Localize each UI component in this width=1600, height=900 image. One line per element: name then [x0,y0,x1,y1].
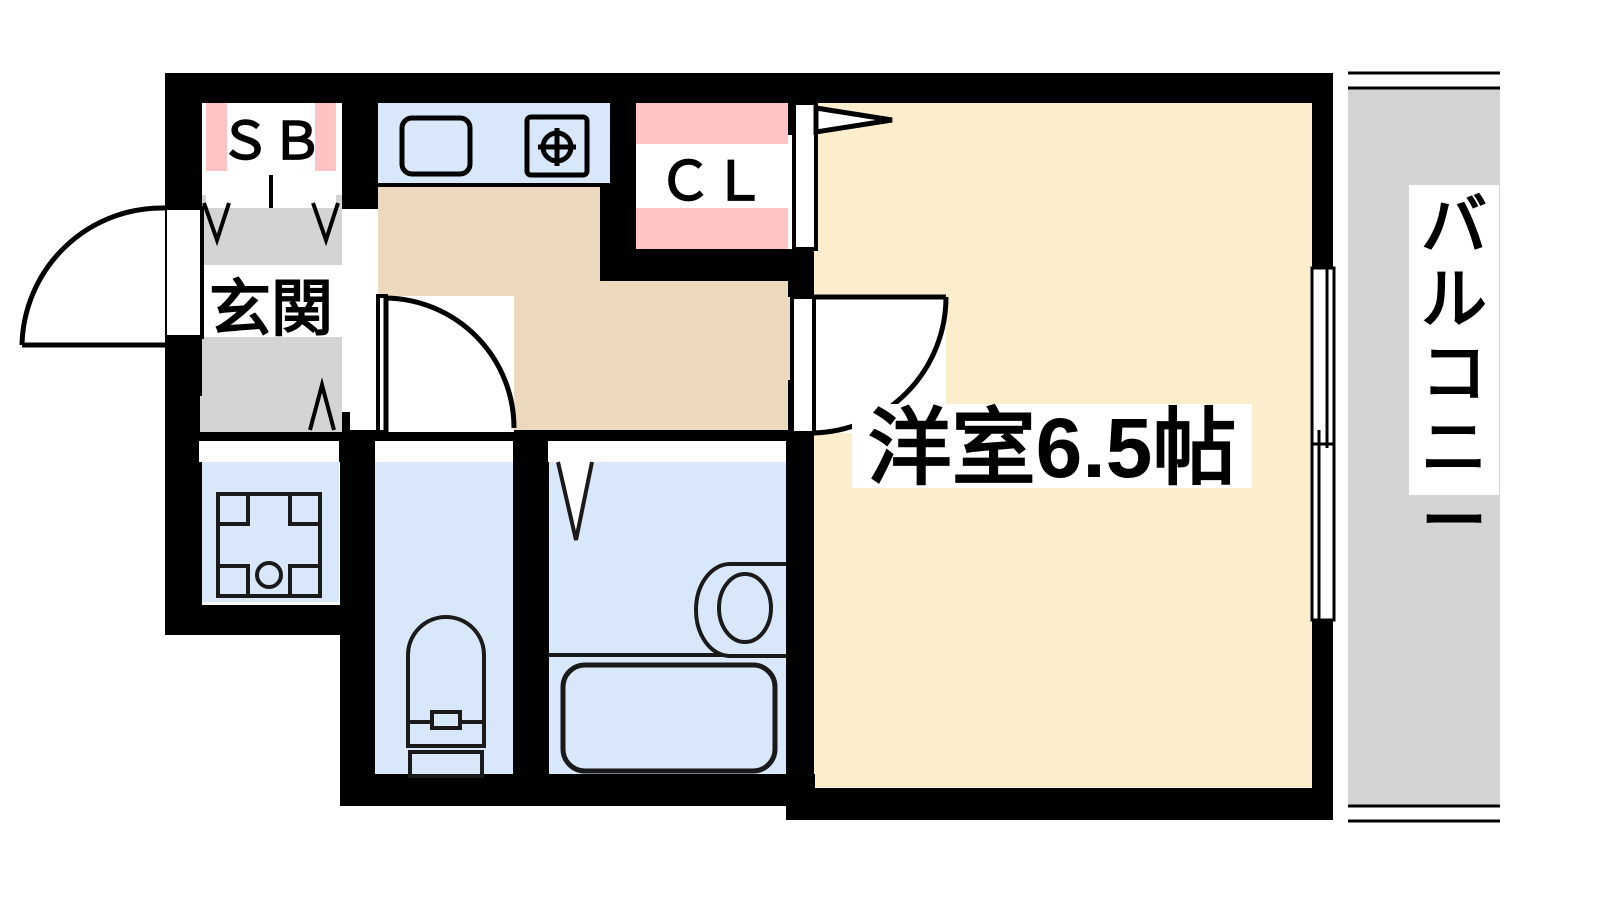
wall-right-upper [1312,73,1333,273]
closet-door-panel[interactable] [792,101,818,251]
entrance-door-swing-arc [19,205,166,346]
wall-closet-bottom [600,249,812,281]
toilet-door-opening[interactable] [375,441,513,462]
balcony-window[interactable] [1310,266,1336,622]
wall-water-right [786,430,814,806]
washing-machine-corner-bl [216,564,250,598]
main-room-label: 洋室6.5帖 [868,401,1237,495]
shoe-box-door-swing-right [311,202,340,247]
shoe-box-unit[interactable]: ＳＢ [202,103,340,247]
toilet-flush-lever [430,710,462,730]
toilet-tank [408,750,484,778]
washing-machine-icon [199,441,339,598]
wall-entrance-door-head [165,190,202,208]
wall-left-lower [165,345,202,635]
wash-basin-icon [717,572,773,644]
bathtub-icon [560,662,778,774]
main-room-door-swing-arc [813,296,949,436]
closet-label: ＣＬ [658,152,766,212]
kitchen-door-swing-fill [378,296,514,432]
balcony-label-char-2: ル [1421,262,1487,336]
shoe-box-label: ＳＢ [219,113,323,171]
entrance-label-bg [196,265,346,337]
main-room-label-bg [852,404,1252,488]
closet-unit[interactable]: ＣＬ [636,101,893,251]
main-room-door-panel[interactable] [790,295,816,435]
balcony-label-bg [1409,185,1499,495]
wall-entrance-door-sill [165,337,202,355]
entrance-zone: 玄関 [196,265,346,432]
wall-bottom-water [340,774,815,806]
entrance-step-swing [308,377,336,431]
entrance-label: 玄関 [209,275,333,344]
sink-icon [399,115,473,177]
wall-right-lower [1312,620,1333,820]
kitchen-door-swing-arc [385,295,517,429]
balcony-label-char-4: ニ [1421,410,1487,484]
shoe-box-label-bg [227,103,315,171]
washing-machine-corner-tl [216,492,250,526]
wall-left-upper [165,73,202,208]
wall-entrance-right-bottom [342,412,350,430]
wall-entrance-right-top [342,190,350,208]
wall-alcove-bottom [165,605,370,635]
entrance-door-swing-fill [14,208,165,345]
wall-bottom-main [786,788,1333,820]
main-room-label-group: 洋室6.5帖 [852,401,1252,495]
balcony-label-char-5: ー [1421,484,1487,558]
kitchen-door[interactable] [376,294,517,434]
kitchen-fixtures [378,103,610,187]
wall-water-left [340,462,375,806]
balcony-label-group: バ ル コ ニ ー [1409,185,1499,558]
entrance-door-panel[interactable] [163,206,204,339]
washing-machine-drain-icon [255,561,283,589]
washing-machine-door-gap [199,441,339,462]
shoe-box-door-swing-left [202,202,231,247]
toilet-room [375,441,513,778]
balcony-label-char-3: コ [1421,336,1487,410]
entrance-door[interactable] [14,205,204,348]
balcony-label-char-1: バ [1421,188,1487,262]
closet-label-bg [636,144,788,208]
bath-folding-door-icon[interactable] [556,461,594,541]
wall-main-left-mid [788,249,814,297]
wall-toilet-bath [513,430,549,774]
bath-room [548,441,786,774]
bath-door-opening[interactable] [548,441,786,462]
entrance-step [200,396,342,432]
toilet-icon [406,615,486,738]
closet-slide-arrow-icon [813,105,893,135]
washing-machine-corner-tr [288,492,322,526]
washing-machine-corner-br [288,564,322,598]
wall-top-exterior [165,73,1333,103]
